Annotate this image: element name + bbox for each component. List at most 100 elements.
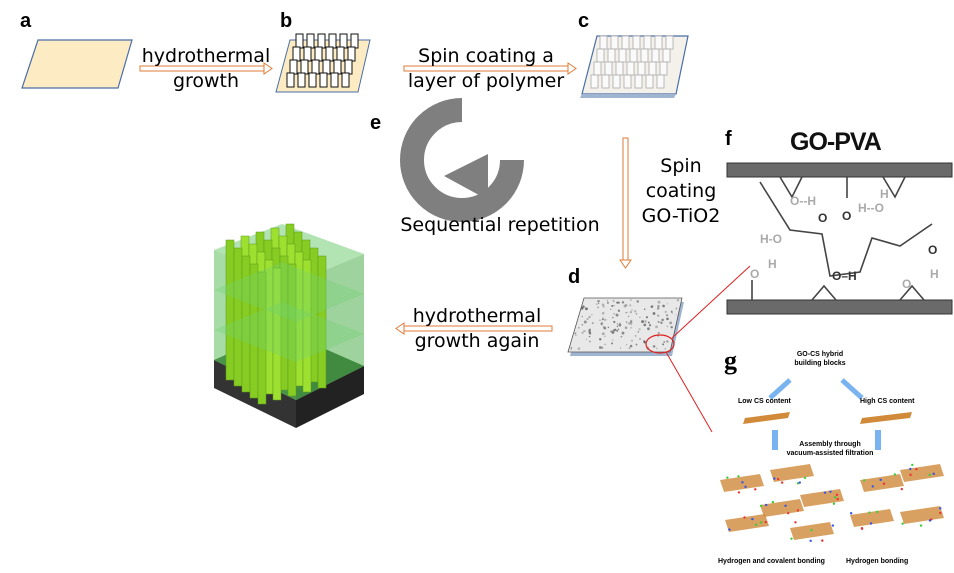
film-particle	[630, 327, 632, 329]
cs-molecule	[760, 521, 763, 524]
film-particle	[630, 323, 632, 326]
film-particle	[612, 329, 614, 332]
coated-nanorod	[640, 48, 649, 63]
film-particle	[613, 304, 615, 307]
film-particle	[629, 298, 632, 302]
go-sheet	[760, 499, 804, 517]
cs-molecule	[743, 516, 746, 519]
film-particle	[666, 317, 669, 321]
cs-molecule	[911, 463, 914, 467]
go-sheet	[900, 464, 944, 482]
go-pva-title: GO-PVA	[790, 128, 882, 156]
cs-molecule	[771, 500, 775, 504]
film-particle	[621, 301, 625, 304]
step-caption-b-to-c: Spin coating a layer of polymer	[400, 44, 572, 94]
go-pva-schematic: O--H O O H--O H H-O O H O–H O O H	[726, 162, 953, 315]
film-particle	[601, 303, 605, 307]
nanorod	[325, 46, 334, 62]
film-particle	[664, 348, 667, 350]
film-particle	[652, 345, 656, 348]
cs-molecule	[821, 539, 824, 542]
coated-nanorod	[607, 48, 616, 63]
g-text: building blocks	[794, 360, 846, 367]
film-particle	[623, 304, 627, 308]
film-particle	[613, 320, 616, 324]
film-particle	[636, 300, 639, 303]
coated-nanorod	[590, 74, 599, 89]
film-particle	[657, 304, 660, 308]
film-particle	[645, 316, 649, 319]
arrow-d-to-final	[395, 322, 553, 335]
green-nanorod	[225, 239, 235, 381]
coated-nanorod	[599, 35, 608, 50]
film-particle	[625, 321, 628, 323]
panel-label-b: b	[280, 10, 293, 32]
coated-nanorod	[659, 61, 668, 76]
film-particle	[657, 332, 660, 334]
film-particle	[585, 338, 588, 341]
film-particle	[630, 319, 633, 323]
cs-molecule	[836, 497, 839, 501]
nanorod	[295, 33, 304, 49]
cs-molecule	[764, 503, 768, 507]
film-particle	[658, 332, 660, 334]
arrow-c-to-d	[619, 137, 632, 269]
g-bottom-left-label: Hydrogen and covalent bonding	[718, 558, 825, 565]
green-nanorod	[317, 255, 327, 389]
film-particle	[630, 321, 632, 323]
film-particle	[617, 328, 620, 330]
svg-text:H: H	[930, 267, 939, 281]
cs-molecule	[879, 478, 882, 482]
film-particle	[577, 326, 580, 329]
substrate-a	[21, 39, 133, 89]
film-particle	[603, 318, 606, 322]
panel-label-c: c	[578, 10, 590, 32]
film-particle	[637, 331, 640, 333]
film-particle	[620, 335, 623, 338]
go-sheet	[860, 474, 904, 492]
film-particle	[657, 307, 660, 310]
cs-molecule	[829, 490, 832, 493]
film-particle	[616, 329, 619, 332]
film-particle	[671, 312, 673, 314]
film-particle	[588, 335, 591, 338]
film-particle	[619, 322, 621, 325]
svg-text:O–H: O–H	[832, 269, 857, 283]
coated-nanorod	[612, 74, 621, 89]
film-particle	[666, 340, 669, 343]
coated-nanorod	[632, 35, 641, 50]
coated-nanorod	[665, 35, 674, 50]
coated-nanorod	[618, 48, 627, 63]
panel-label-d: d	[568, 266, 581, 288]
film-particle	[604, 343, 606, 346]
cs-molecule	[901, 522, 904, 525]
film-particle	[662, 304, 665, 308]
nanorod	[330, 72, 339, 88]
film-particle	[612, 316, 614, 319]
film-particle	[647, 327, 650, 331]
nanorod	[286, 72, 295, 88]
film-particle	[600, 323, 603, 326]
film-particle	[670, 326, 673, 329]
cs-molecule	[741, 481, 744, 484]
film-particle	[629, 304, 632, 307]
cs-molecule	[759, 504, 763, 508]
cs-molecule	[794, 521, 797, 524]
g-text: GO-CS hybrid	[796, 351, 844, 358]
g-text: vacuum-assisted filtration	[786, 450, 874, 457]
film-particle	[596, 303, 598, 305]
film-particle	[607, 326, 610, 329]
film-particle	[628, 347, 631, 349]
coated-nanorod	[629, 48, 638, 63]
svg-text:O: O	[750, 267, 759, 281]
cs-molecule	[809, 539, 812, 543]
film-particle	[639, 338, 641, 340]
coated-nanorod	[662, 48, 671, 63]
callout-line-g	[665, 351, 713, 433]
cs-molecule	[773, 477, 776, 480]
cs-molecule	[780, 481, 784, 484]
cs-molecule	[900, 487, 904, 491]
step-caption-c-to-d: Spin coating GO-TiO2	[636, 154, 726, 229]
nanorod	[297, 72, 306, 88]
film-particle	[669, 321, 673, 325]
